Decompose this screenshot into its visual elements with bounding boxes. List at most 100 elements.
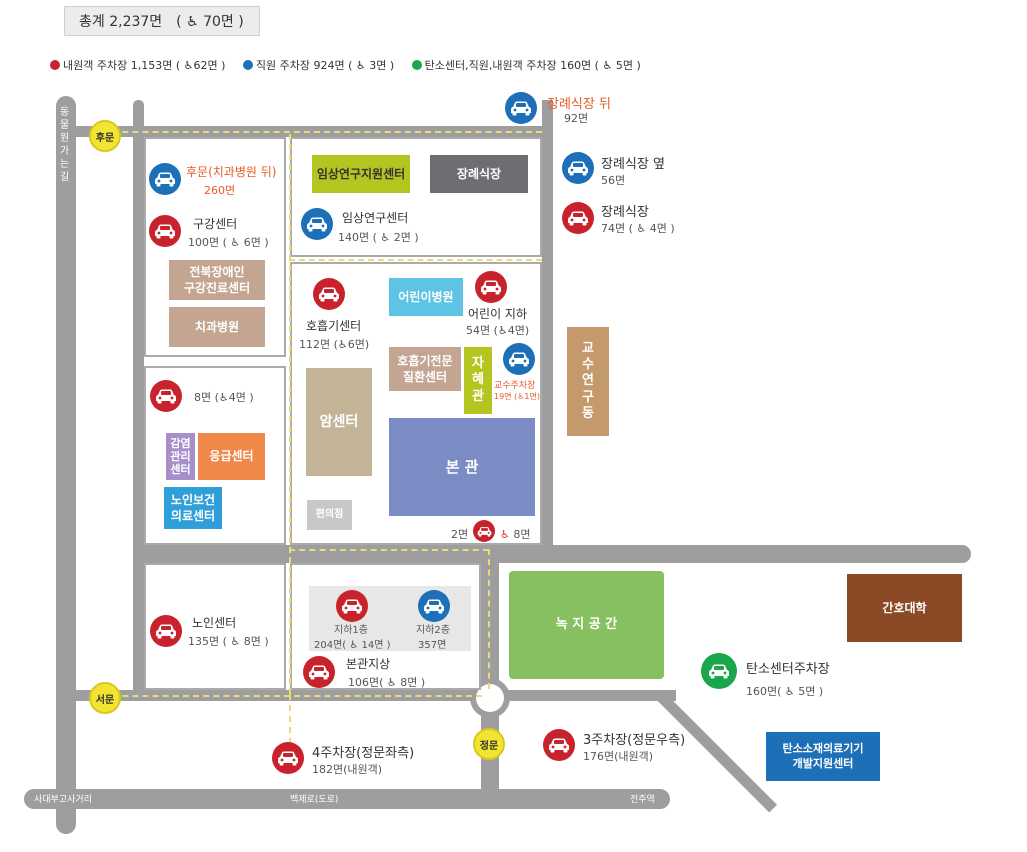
building-main: 본 관: [389, 418, 535, 516]
parking-elderly-count: 135면 ( ♿ 8면 ): [188, 635, 269, 648]
path-mid: [289, 259, 542, 261]
parking-basement2-name: 지하2층: [416, 625, 450, 636]
building-green-space: 녹 지 공 간: [509, 571, 664, 679]
building-convenience: 편의점: [307, 500, 352, 530]
parking-carbon-count: 160면( ♿ 5면 ): [746, 685, 824, 698]
building-professor: 교 수 연 구 동: [567, 327, 609, 436]
parking-basement1-icon[interactable]: [336, 590, 368, 622]
parking-basement2-icon[interactable]: [418, 590, 450, 622]
parking-respiratory-icon[interactable]: [313, 278, 345, 310]
red-dot-icon: [50, 60, 60, 70]
building-dental: 치과병원: [169, 307, 265, 347]
road-left: [56, 96, 76, 834]
parking-funeral-name: 장례식장: [601, 205, 649, 220]
parking-lot3-name: 3주차장(정문우측): [583, 733, 686, 748]
parking-professor-name: 교수주차장: [494, 381, 536, 391]
wheelchair-icon: ♿: [500, 528, 510, 541]
building-jeonbuk-dental: 전북장애인 구강진료센터: [169, 260, 265, 300]
parking-funeral-back-name: 장례식장 뒤: [547, 97, 611, 112]
parking-main-building-icon[interactable]: [473, 520, 495, 542]
parking-clinical-research-count: 140면 ( ♿ 2면 ): [338, 231, 419, 244]
gate-back[interactable]: 후문: [89, 120, 121, 152]
gate-main[interactable]: 정문: [473, 728, 505, 760]
parking-respiratory-name: 호흡기센터: [306, 319, 362, 333]
parking-carbon-name: 탄소센터주차장: [746, 662, 830, 677]
building-emergency: 응급센터: [198, 433, 265, 480]
road-inner-right: [542, 100, 553, 555]
blue-dot-icon: [242, 60, 253, 70]
road-label-bottom-left: 사대부고사거리: [34, 795, 92, 805]
path-west: [92, 695, 482, 697]
road-diagonal: [656, 691, 778, 813]
parking-funeral-back-count: 92면: [564, 112, 589, 125]
parking-lot4-icon[interactable]: [272, 742, 304, 774]
parking-oral-center-count: 100면 ( ♿ 6면 ): [188, 236, 269, 249]
building-nursing: 간호대학: [847, 574, 962, 642]
path-lot4: [289, 694, 291, 744]
parking-main-count-right: ♿ 8면: [500, 528, 531, 541]
parking-funeral-count: 74면 ( ♿ 4면 ): [601, 222, 675, 235]
parking-basement2-count: 357면: [418, 640, 447, 651]
parking-clinical-research-name: 임상연구센터: [342, 211, 409, 225]
legend: 내원객 주차장 1,153면 ( ♿62면 ) 직원 주차장 924면 ( ♿ …: [50, 57, 641, 73]
gate-west[interactable]: 서문: [89, 682, 121, 714]
building-clinical-support: 임상연구지원센터: [312, 155, 410, 193]
total-accessible: ( ♿ 70면 ): [176, 14, 244, 30]
building-respiratory: 호흡기전문 질환센터: [389, 347, 461, 391]
parking-funeral-side-icon[interactable]: [562, 152, 594, 184]
parking-elderly-name: 노인센터: [192, 616, 237, 630]
building-children: 어린이병원: [389, 278, 463, 316]
parking-emergency-icon[interactable]: [150, 380, 182, 412]
parking-main-ground-icon[interactable]: [303, 656, 335, 688]
total-box: 총계 2,237면 ( ♿ 70면 ): [64, 6, 260, 36]
road-label-left: 동물원 가는길: [60, 107, 70, 183]
parking-children-basement-name: 어린이 지하: [468, 307, 528, 321]
parking-main-ground-name: 본관지상: [346, 657, 391, 671]
parking-funeral-side-count: 56면: [601, 174, 626, 187]
parking-funeral-back-icon[interactable]: [505, 92, 537, 124]
parking-oral-center-name: 구강센터: [193, 217, 238, 231]
road-label-bottom-right: 전주역: [630, 795, 655, 805]
path-top: [92, 131, 542, 133]
legend-item-carbon: 탄소센터,직원,내원객 주차장 160면 ( ♿ 5면 ): [411, 59, 641, 72]
building-funeral: 장례식장: [430, 155, 528, 193]
parking-emergency-count: 8면 (♿4면 ): [194, 391, 254, 404]
green-dot-icon: [411, 60, 422, 70]
road-label-bottom-mid: 백제로(도로): [290, 795, 339, 805]
legend-item-visitor: 내원객 주차장 1,153면 ( ♿62면 ): [50, 59, 225, 72]
parking-lot4-name: 4주차장(정문좌측): [312, 746, 415, 761]
total-label: 총계 2,237면: [79, 14, 163, 30]
parking-oral-center-icon[interactable]: [149, 215, 181, 247]
parking-lot3-count: 176면(내원객): [583, 750, 654, 763]
building-infection: 감염 관리 센터: [166, 433, 195, 480]
parking-lot3-icon[interactable]: [543, 729, 575, 761]
parking-main-ground-count: 106면( ♿ 8면 ): [348, 676, 426, 689]
parking-carbon-icon[interactable]: [701, 653, 737, 689]
parking-funeral-side-name: 장례식장 옆: [601, 157, 665, 172]
path-main-bottom: [289, 549, 489, 551]
parking-funeral-icon[interactable]: [562, 202, 594, 234]
parking-children-basement-count: 54면 (♿4면): [466, 324, 530, 337]
road-bottom: [24, 789, 670, 809]
parking-main-count-left: 2면: [451, 528, 469, 541]
parking-respiratory-count: 112면 (♿6면): [299, 338, 370, 351]
parking-back-gate-count: 260면: [204, 184, 236, 197]
building-carbon-dev: 탄소소재의료기기 개발지원센터: [766, 732, 880, 781]
building-cancer: 암센터: [306, 368, 372, 476]
building-jahye: 자 혜 관: [464, 347, 492, 414]
parking-elderly-icon[interactable]: [150, 615, 182, 647]
building-elderly-care: 노인보건 의료센터: [164, 487, 222, 529]
parking-basement1-count: 204면( ♿ 14면 ): [314, 640, 391, 651]
parking-professor-icon[interactable]: [503, 343, 535, 375]
parking-basement1-name: 지하1층: [334, 625, 368, 636]
legend-item-staff: 직원 주차장 924면 ( ♿ 3면 ): [242, 59, 394, 72]
path-main-v: [488, 549, 490, 689]
road-middle: [133, 545, 971, 563]
parking-lot4-count: 182면(내원객): [312, 763, 383, 776]
parking-clinical-research-icon[interactable]: [301, 208, 333, 240]
parking-back-gate-icon[interactable]: [149, 163, 181, 195]
parking-back-gate-name: 후문(치과병원 뒤): [186, 165, 277, 179]
parking-children-basement-icon[interactable]: [475, 271, 507, 303]
parking-professor-count: 19면 (♿1면): [494, 392, 540, 401]
path-funeral-left: [289, 134, 291, 694]
